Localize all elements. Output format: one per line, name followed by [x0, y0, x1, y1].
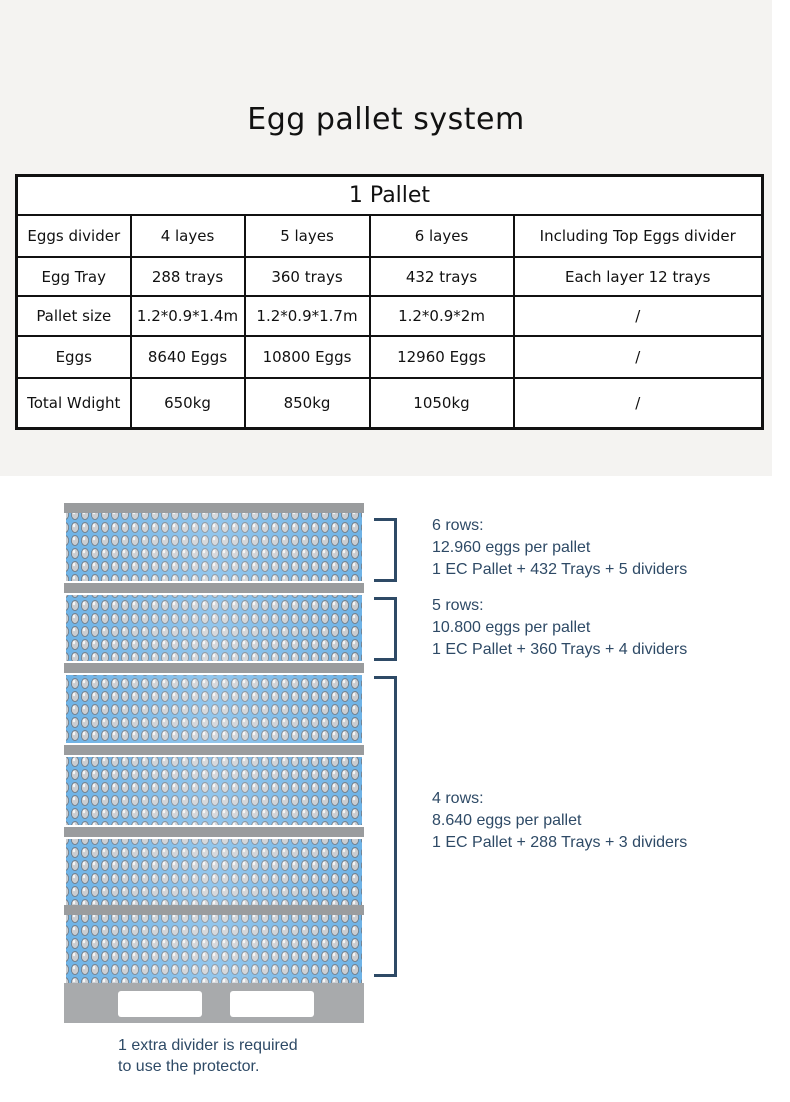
- table-cell: 1.2*0.9*2m: [368, 295, 515, 337]
- row-label: Eggs: [15, 335, 132, 379]
- table-row: Eggs divider 4 layes 5 layes 6 layes Inc…: [15, 214, 764, 258]
- row-label: Egg Tray: [15, 256, 132, 297]
- bracket-4-rows: [374, 676, 397, 977]
- table-header: 1 Pallet: [15, 174, 764, 216]
- table-header-row: 1 Pallet: [15, 174, 764, 216]
- table-cell: 650kg: [129, 377, 246, 430]
- table-row: Total Wdight 650kg 850kg 1050kg /: [15, 377, 764, 430]
- table-row: Pallet size 1.2*0.9*1.4m 1.2*0.9*1.7m 1.…: [15, 295, 764, 337]
- config-text: 1 EC Pallet + 360 Trays + 4 dividers: [432, 641, 688, 658]
- table-cell: Each layer 12 trays: [512, 256, 764, 297]
- table-cell: 1050kg: [368, 377, 515, 430]
- rows-text: 5 rows:: [432, 597, 484, 614]
- eggs-text: 12.960 eggs per pallet: [432, 539, 591, 556]
- table-cell: 10800 Eggs: [243, 335, 371, 379]
- page-title: Egg pallet system: [247, 102, 525, 137]
- table-cell: /: [512, 377, 764, 430]
- table-cell: 4 layes: [129, 214, 246, 258]
- table-cell: 360 trays: [243, 256, 371, 297]
- bracket-5-rows: [374, 597, 397, 661]
- row-label: Total Wdight: [15, 377, 132, 430]
- config-text: 1 EC Pallet + 432 Trays + 5 dividers: [432, 561, 688, 578]
- table-cell: /: [512, 335, 764, 379]
- note-line: 1 extra divider is required: [118, 1037, 298, 1054]
- table-cell: 1.2*0.9*1.7m: [243, 295, 371, 337]
- table-row: Eggs 8640 Eggs 10800 Eggs 12960 Eggs /: [15, 335, 764, 379]
- row-label: Eggs divider: [15, 214, 132, 258]
- spec-table: 1 Pallet Eggs divider 4 layes 5 layes 6 …: [15, 174, 764, 430]
- table-cell: Including Top Eggs divider: [512, 214, 764, 258]
- note-line: to use the protector.: [118, 1058, 260, 1075]
- table-row: Egg Tray 288 trays 360 trays 432 trays E…: [15, 256, 764, 297]
- table-cell: 5 layes: [243, 214, 371, 258]
- table-cell: 6 layes: [368, 214, 515, 258]
- table-cell: 288 trays: [129, 256, 246, 297]
- table-cell: 8640 Eggs: [129, 335, 246, 379]
- label-5-rows: 5 rows: 10.800 eggs per pallet 1 EC Pall…: [432, 595, 687, 661]
- rows-text: 6 rows:: [432, 517, 484, 534]
- eggs-text: 10.800 eggs per pallet: [432, 619, 591, 636]
- eggs-text: 8.640 eggs per pallet: [432, 812, 582, 829]
- table-cell: 432 trays: [368, 256, 515, 297]
- rows-text: 4 rows:: [432, 790, 484, 807]
- label-6-rows: 6 rows: 12.960 eggs per pallet 1 EC Pall…: [432, 515, 687, 581]
- bracket-6-rows: [374, 518, 397, 582]
- table-cell: 12960 Eggs: [368, 335, 515, 379]
- egg-pallet-illustration: [64, 503, 364, 1023]
- label-4-rows: 4 rows: 8.640 eggs per pallet 1 EC Palle…: [432, 788, 687, 854]
- table-cell: /: [512, 295, 764, 337]
- pallet-base: [64, 983, 364, 1023]
- table-cell: 1.2*0.9*1.4m: [129, 295, 246, 337]
- row-label: Pallet size: [15, 295, 132, 337]
- config-text: 1 EC Pallet + 288 Trays + 3 dividers: [432, 834, 688, 851]
- table-cell: 850kg: [243, 377, 371, 430]
- protector-note: 1 extra divider is required to use the p…: [118, 1035, 298, 1077]
- tray-dividers: [64, 503, 364, 915]
